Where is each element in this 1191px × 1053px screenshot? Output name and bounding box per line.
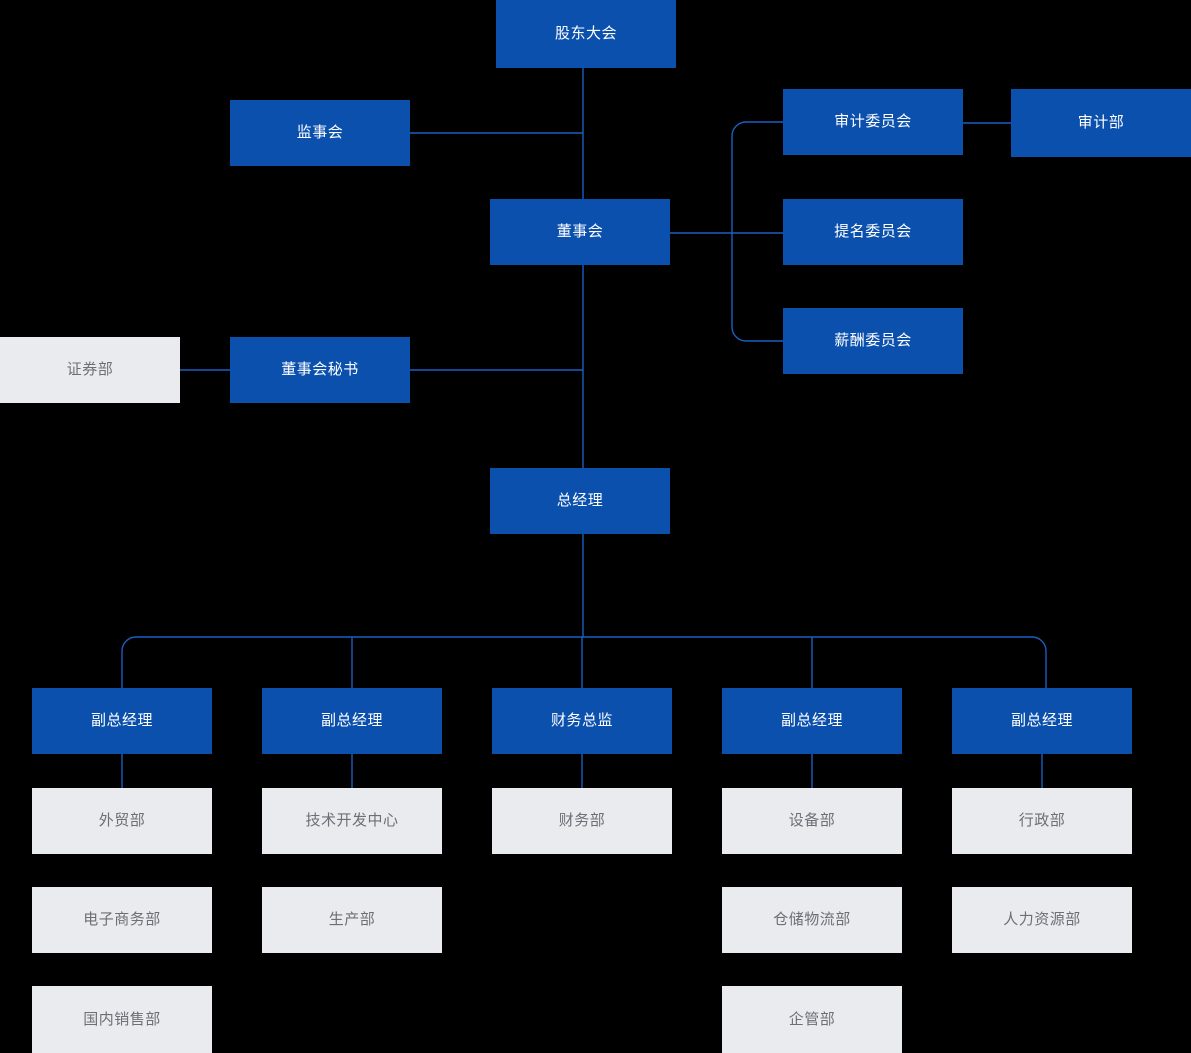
node-label: 董事会秘书 [281,361,359,379]
node-warehouse-logistics-dept[interactable]: 仓储物流部 [722,887,902,953]
node-deputy-gm-2[interactable]: 副总经理 [262,688,442,754]
node-securities-dept[interactable]: 证券部 [0,337,180,403]
node-deputy-gm-1[interactable]: 副总经理 [32,688,212,754]
node-board-of-directors[interactable]: 董事会 [490,199,670,265]
node-label: 副总经理 [780,712,843,730]
node-label: 国内销售部 [83,1010,161,1028]
node-audit-committee[interactable]: 审计委员会 [783,89,963,155]
node-label: 副总经理 [320,712,383,730]
node-label: 行政部 [1018,812,1066,830]
node-label: 总经理 [556,492,604,510]
node-supervisory-board[interactable]: 监事会 [230,100,410,166]
node-label: 董事会 [556,223,604,241]
node-label: 审计委员会 [834,113,912,131]
node-hr-dept[interactable]: 人力资源部 [952,887,1132,953]
node-label: 股东大会 [554,25,617,43]
node-ecommerce-dept[interactable]: 电子商务部 [32,887,212,953]
node-label: 外贸部 [98,812,146,830]
node-label: 财务部 [558,812,606,830]
node-remuneration-committee[interactable]: 薪酬委员会 [783,308,963,374]
node-tech-dev-center[interactable]: 技术开发中心 [262,788,442,854]
node-administration-dept[interactable]: 行政部 [952,788,1132,854]
node-label: 设备部 [788,812,836,830]
node-cfo[interactable]: 财务总监 [492,688,672,754]
node-deputy-gm-3[interactable]: 副总经理 [722,688,902,754]
node-label: 电子商务部 [83,911,161,929]
node-equipment-dept[interactable]: 设备部 [722,788,902,854]
edge-committee-bus [731,121,783,342]
node-shareholders[interactable]: 股东大会 [496,0,676,68]
node-label: 财务总监 [550,712,613,730]
node-label: 生产部 [328,911,376,929]
node-deputy-gm-4[interactable]: 副总经理 [952,688,1132,754]
node-label: 证券部 [66,361,114,379]
node-domestic-sales-dept[interactable]: 国内销售部 [32,986,212,1053]
node-foreign-trade-dept[interactable]: 外贸部 [32,788,212,854]
node-label: 仓储物流部 [773,911,851,929]
edge-gm-bus [121,636,1047,688]
node-label: 技术开发中心 [305,812,399,830]
node-nomination-committee[interactable]: 提名委员会 [783,199,963,265]
node-label: 副总经理 [1010,712,1073,730]
node-audit-department[interactable]: 审计部 [1011,89,1191,157]
node-label: 人力资源部 [1003,911,1081,929]
node-label: 薪酬委员会 [834,332,912,350]
node-label: 提名委员会 [834,223,912,241]
node-label: 副总经理 [90,712,153,730]
node-production-dept[interactable]: 生产部 [262,887,442,953]
node-enterprise-mgmt-dept[interactable]: 企管部 [722,986,902,1053]
node-label: 监事会 [296,124,344,142]
node-label: 企管部 [788,1010,836,1028]
node-finance-dept[interactable]: 财务部 [492,788,672,854]
node-board-secretary[interactable]: 董事会秘书 [230,337,410,403]
node-general-manager[interactable]: 总经理 [490,468,670,534]
node-label: 审计部 [1077,114,1125,132]
